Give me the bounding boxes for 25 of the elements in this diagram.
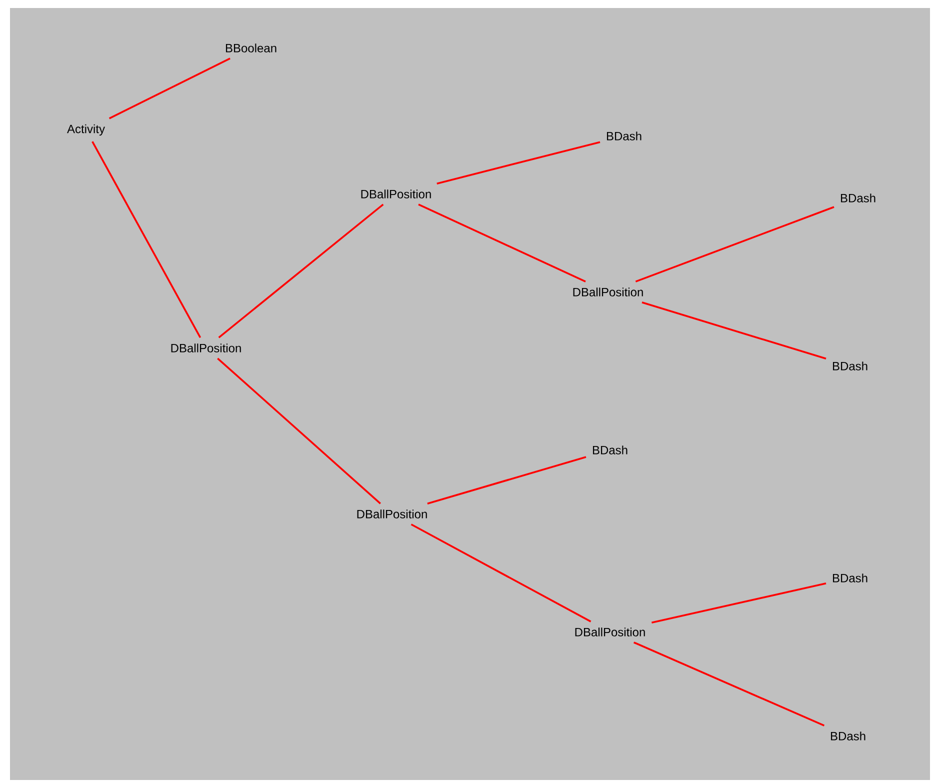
connector-line <box>217 358 381 504</box>
node-label: BDash <box>606 132 642 140</box>
node-label: DBallPosition <box>361 190 431 198</box>
connector-line <box>418 204 586 282</box>
connector-line <box>633 642 825 726</box>
connector-line <box>635 206 834 282</box>
node-label: BBoolean <box>226 44 276 52</box>
connector-line <box>652 582 826 624</box>
connector-line <box>218 204 384 338</box>
node-label: BDash <box>832 362 868 370</box>
connector-line <box>410 524 592 622</box>
node-label: BDash <box>592 446 628 454</box>
connector-line <box>642 302 826 360</box>
connector-line <box>92 141 202 338</box>
connector-line <box>427 456 586 504</box>
connector-line <box>436 141 600 184</box>
node-label: BDash <box>840 194 876 202</box>
node-label: BDash <box>830 732 866 740</box>
node-label: DBallPosition <box>575 628 645 636</box>
node-label: DBallPosition <box>357 510 427 518</box>
node-label: DBallPosition <box>171 344 241 352</box>
connector-line <box>108 58 230 120</box>
node-label: DBallPosition <box>573 288 643 296</box>
node-label: Activity <box>67 124 105 136</box>
node-label: BDash <box>832 574 868 582</box>
